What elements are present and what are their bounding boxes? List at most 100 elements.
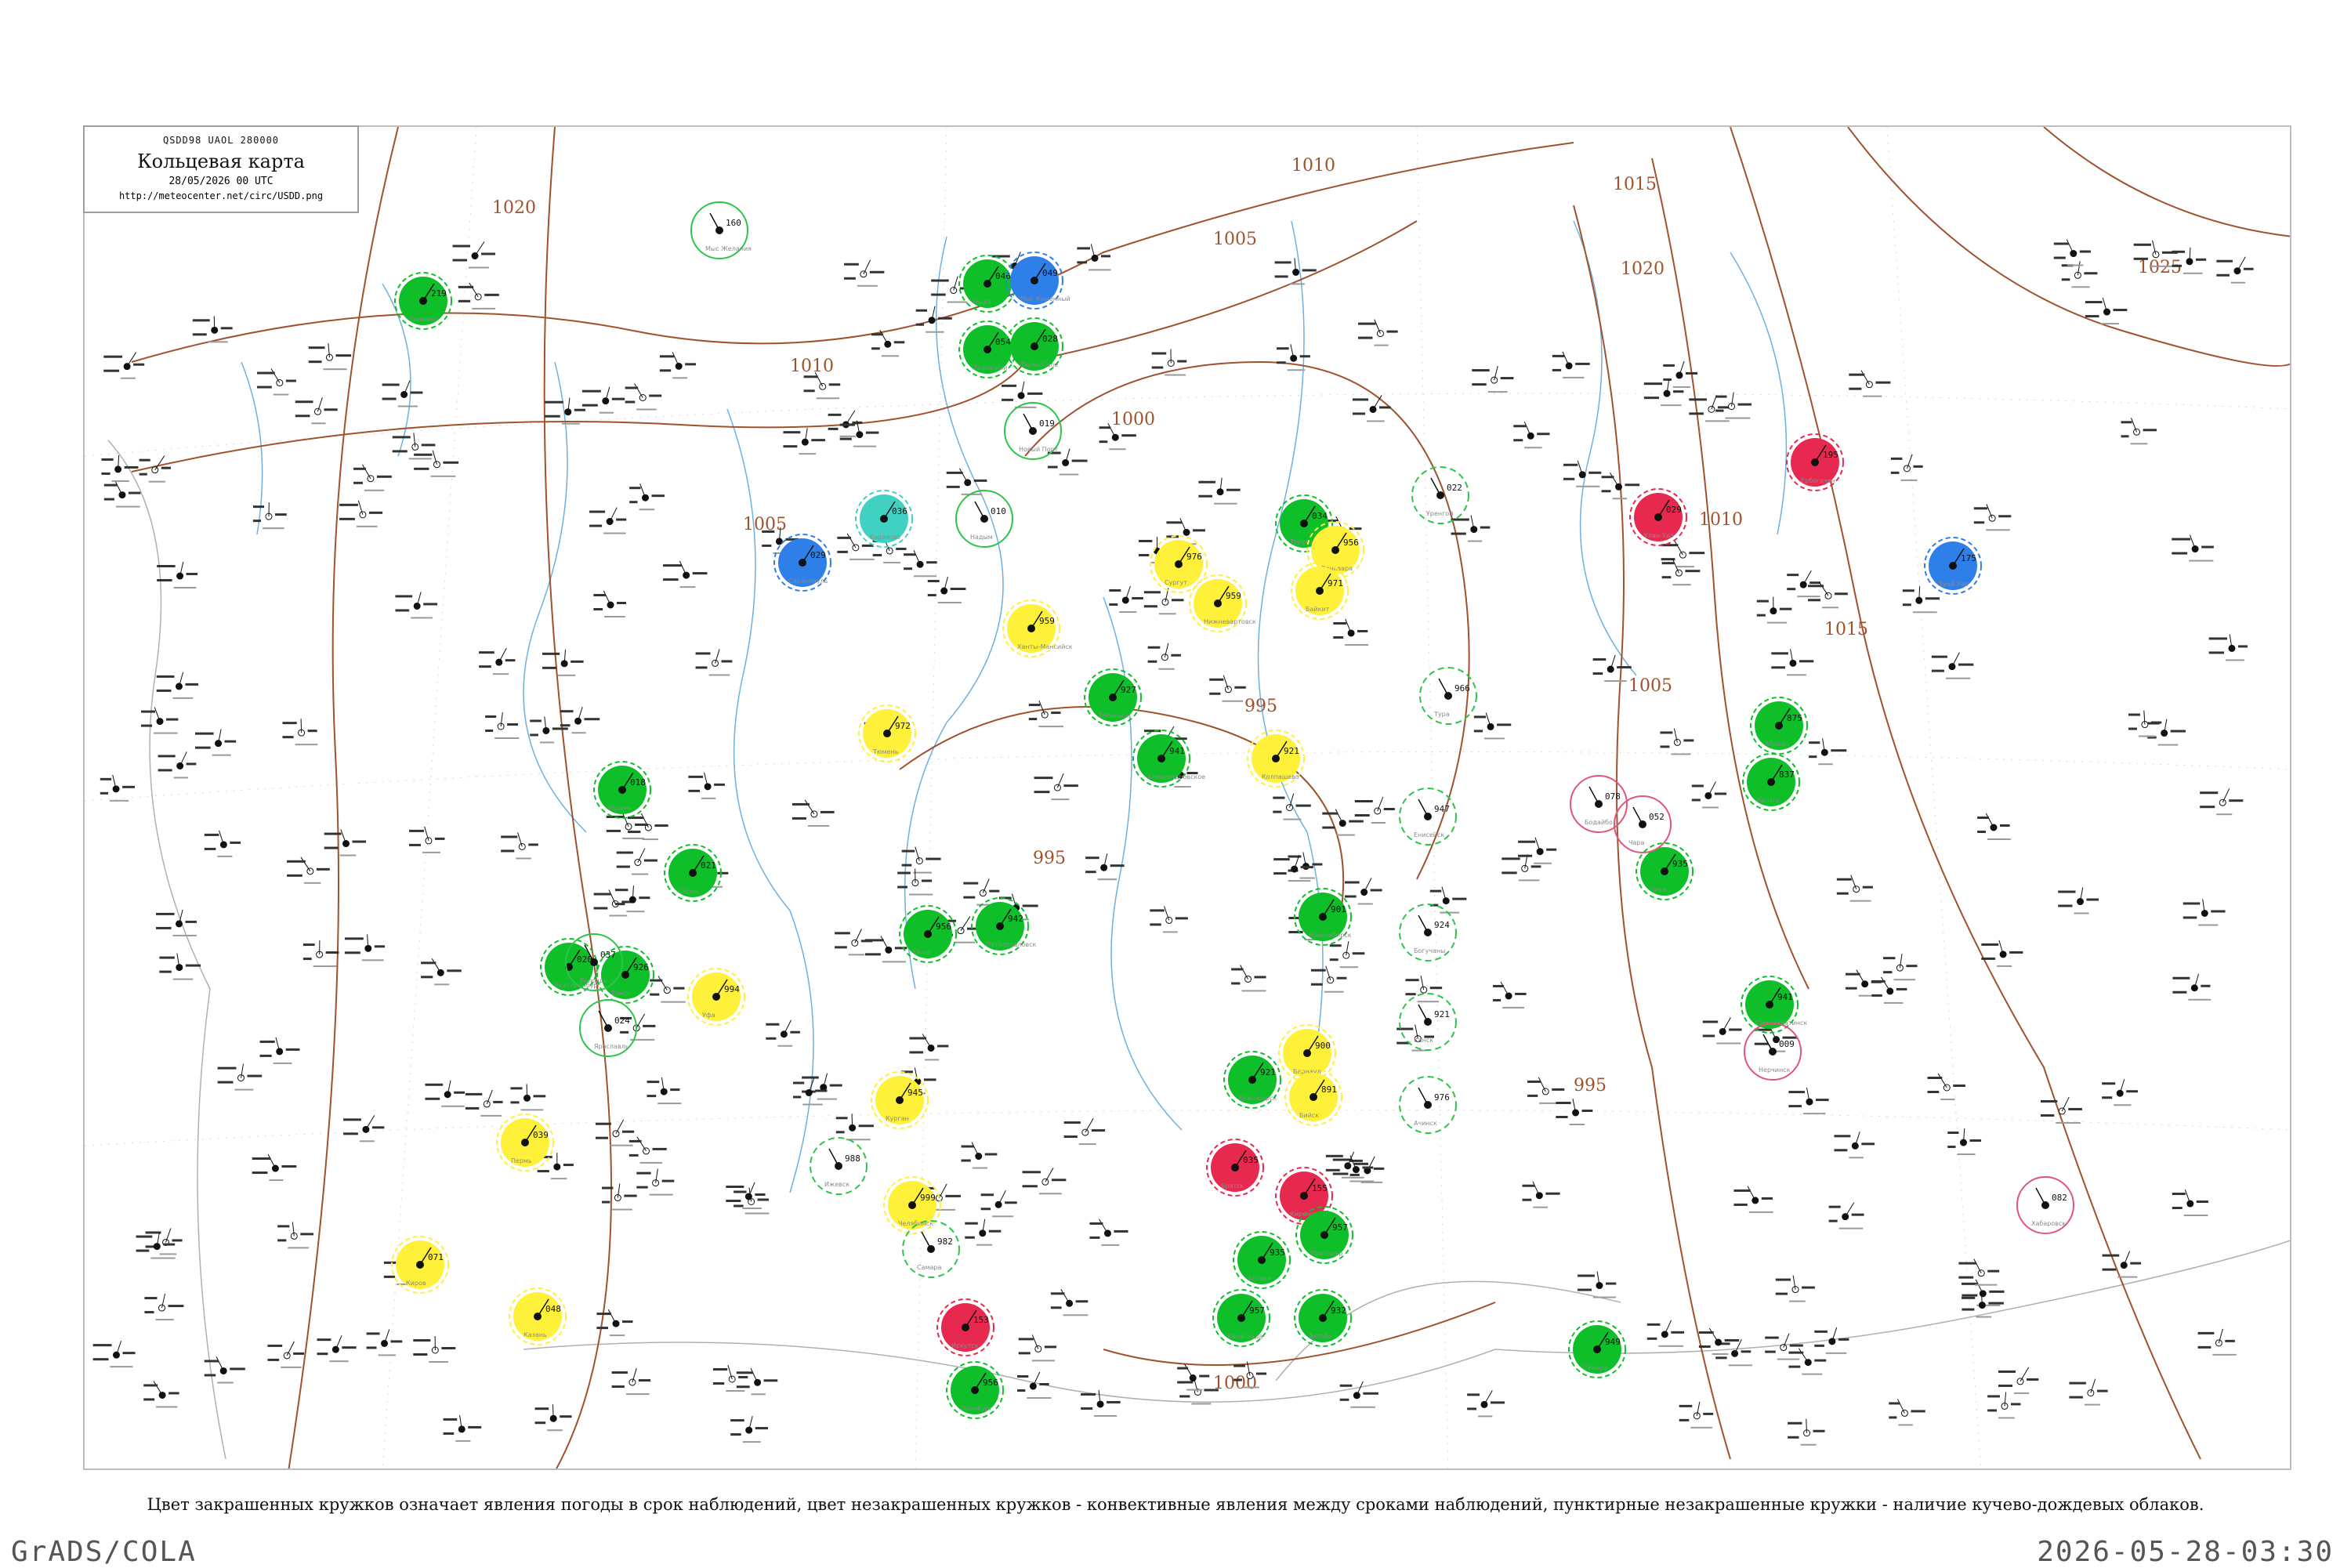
station-name-mark <box>116 506 140 508</box>
isobar-label: 1010 <box>790 357 834 376</box>
obs-mark <box>166 719 178 721</box>
station-plot <box>1322 809 1364 836</box>
obs-mark <box>421 961 436 964</box>
station-plot <box>2183 899 2226 925</box>
station-plot <box>324 830 366 856</box>
station-name-mark <box>1726 418 1751 419</box>
obs-mark <box>563 1164 574 1166</box>
obs-mark <box>1326 1169 1340 1171</box>
station-name-mark <box>1336 835 1355 836</box>
station-plot <box>1958 1259 1999 1286</box>
station-plot <box>1715 393 1751 419</box>
obs-mark <box>205 834 219 836</box>
station-plot <box>1977 813 2011 840</box>
obs-mark <box>479 665 491 668</box>
station-name-mark <box>2231 282 2245 284</box>
obs-mark <box>205 1374 216 1376</box>
station-pressure: 941 <box>1777 992 1793 1002</box>
obs-mark <box>395 595 412 597</box>
obs-mark <box>1077 247 1090 249</box>
obs-mark <box>904 567 912 570</box>
obs-mark <box>1374 1168 1384 1170</box>
obs-mark <box>1139 554 1149 556</box>
obs-mark <box>1552 369 1561 371</box>
station-plot <box>1148 643 1181 670</box>
obs-mark <box>435 838 445 840</box>
station-name: Актобе <box>1309 1333 1332 1340</box>
station-pressure: 926 <box>633 962 649 972</box>
station-name-mark <box>160 1253 177 1255</box>
station-name-mark <box>626 1393 650 1395</box>
obs-mark <box>257 372 275 375</box>
station-name-mark <box>2114 1104 2131 1106</box>
obs-mark <box>2054 243 2069 245</box>
station-plot <box>1556 1099 1592 1125</box>
obs-mark <box>688 776 703 778</box>
station-name-mark <box>1802 1374 1822 1375</box>
map-title-box: QSDD98 UAOL 280000 Кольцевая карта 28/05… <box>83 125 359 213</box>
station-name-mark <box>955 942 975 943</box>
isobar-1005 <box>132 221 1417 472</box>
wind-barb <box>679 561 686 575</box>
obs-mark <box>1152 366 1164 368</box>
obs-mark <box>1977 817 1989 819</box>
station-dot <box>1991 824 1997 831</box>
station-name-mark <box>1534 863 1552 864</box>
station-plot <box>902 847 941 874</box>
station-name-mark <box>429 1361 448 1363</box>
obs-mark <box>1139 540 1152 542</box>
obs-mark <box>758 1198 769 1200</box>
obs-mark <box>2121 421 2132 423</box>
station-name-mark <box>1900 480 1917 481</box>
station-plot <box>1518 838 1556 864</box>
station-plot <box>612 1368 651 1395</box>
obs-mark <box>286 380 296 382</box>
obs-mark <box>205 848 216 850</box>
obs-mark <box>1787 574 1799 576</box>
station-dot <box>177 762 183 769</box>
obs-mark <box>1109 589 1121 592</box>
obs-mark <box>187 573 197 575</box>
station-plot <box>1177 1364 1209 1391</box>
obs-mark <box>282 722 296 724</box>
station-name: Бодайбо <box>1585 819 1613 826</box>
station-name: Новосибирск <box>1309 932 1352 939</box>
obs-mark <box>1350 1174 1360 1176</box>
station-name: Абакан <box>1765 741 1788 748</box>
obs-mark <box>582 404 598 407</box>
station-name: Оренбург <box>961 1405 992 1412</box>
obs-mark <box>257 386 272 389</box>
station-dot <box>277 1048 283 1055</box>
obs-mark <box>909 1051 923 1053</box>
obs-mark <box>1733 1204 1747 1206</box>
obs-mark <box>593 594 606 596</box>
station-plot <box>146 1228 183 1255</box>
obs-mark <box>1501 377 1514 379</box>
obs-mark <box>1837 878 1852 881</box>
obs-mark <box>828 414 842 416</box>
station-plot <box>1527 1077 1564 1104</box>
wind-barb <box>672 352 679 366</box>
obs-mark <box>1771 652 1788 654</box>
station-name-mark <box>156 1319 174 1320</box>
station-name: Братск <box>1221 1182 1244 1190</box>
obs-mark <box>866 432 878 434</box>
obs-mark <box>820 811 835 813</box>
obs-mark <box>1715 410 1723 412</box>
obs-mark <box>628 817 643 819</box>
obs-mark <box>1689 398 1707 400</box>
obs-mark <box>535 1407 549 1410</box>
wind-barb <box>855 929 862 943</box>
obs-mark <box>1671 1331 1684 1334</box>
station-plot <box>260 1037 300 1064</box>
obs-mark <box>453 259 467 262</box>
obs-mark <box>766 1023 779 1026</box>
station-name-mark <box>156 1406 177 1407</box>
station-pressure: 976 <box>1434 1092 1450 1103</box>
wind-barb <box>805 800 814 814</box>
station-name-mark <box>2117 1276 2137 1278</box>
station-pressure: 957 <box>1249 1305 1265 1316</box>
